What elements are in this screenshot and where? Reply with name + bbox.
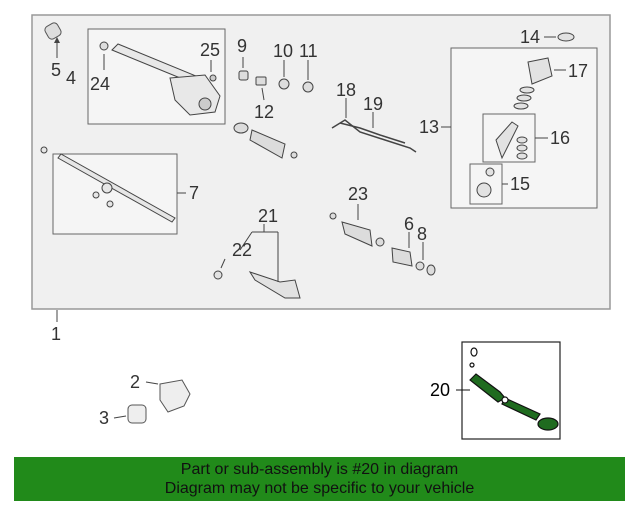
leader-22 <box>220 258 226 269</box>
part-pressure-lines <box>331 119 417 153</box>
callout-21: 21 <box>258 206 278 226</box>
callout-8: 8 <box>417 224 427 244</box>
leader-2 <box>145 381 159 385</box>
part-grommet-3 <box>127 404 147 424</box>
callout-14: 14 <box>520 27 540 47</box>
info-banner: Part or sub-assembly is #20 in diagram D… <box>14 457 625 501</box>
callout-10: 10 <box>273 41 293 61</box>
callout-22: 22 <box>232 240 252 260</box>
callout-23: 23 <box>348 184 368 204</box>
part-bracket-2 <box>159 379 191 413</box>
callout-7: 7 <box>189 183 199 203</box>
part-valve-assembly <box>476 32 575 198</box>
callout-25: 25 <box>200 40 220 60</box>
callout-5: 5 <box>51 60 61 80</box>
callout-2: 2 <box>130 372 140 392</box>
part-5-cap <box>44 22 62 40</box>
banner-line-1: Part or sub-assembly is #20 in diagram <box>180 461 459 478</box>
callout-1: 1 <box>51 324 61 344</box>
leader-3 <box>113 415 127 419</box>
part-bellows-left <box>233 122 298 159</box>
callout-9: 9 <box>237 36 247 56</box>
callout-6: 6 <box>404 214 414 234</box>
callout-13: 13 <box>419 117 439 137</box>
part-tie-rod-left <box>213 270 301 299</box>
callout-24: 24 <box>90 74 110 94</box>
leader-21 <box>239 224 279 282</box>
part-20-tie-rod-end <box>469 347 559 431</box>
callout-19: 19 <box>363 94 383 114</box>
callout-16: 16 <box>550 128 570 148</box>
banner-line-2: Diagram may not be specific to your vehi… <box>164 480 475 497</box>
leader-12 <box>261 87 265 101</box>
part-bellows-right <box>329 212 436 276</box>
callout-4: 4 <box>66 68 76 88</box>
callout-12: 12 <box>254 102 274 122</box>
part-rack-housing <box>99 41 221 116</box>
callout-17: 17 <box>568 61 588 81</box>
callout-15: 15 <box>510 174 530 194</box>
callout-18: 18 <box>336 80 356 100</box>
callout-3: 3 <box>99 408 109 428</box>
callout-20: 20 <box>430 380 450 400</box>
part-small-nuts <box>238 70 314 93</box>
part-rack-shaft <box>40 146 176 223</box>
callout-11: 11 <box>299 41 318 61</box>
